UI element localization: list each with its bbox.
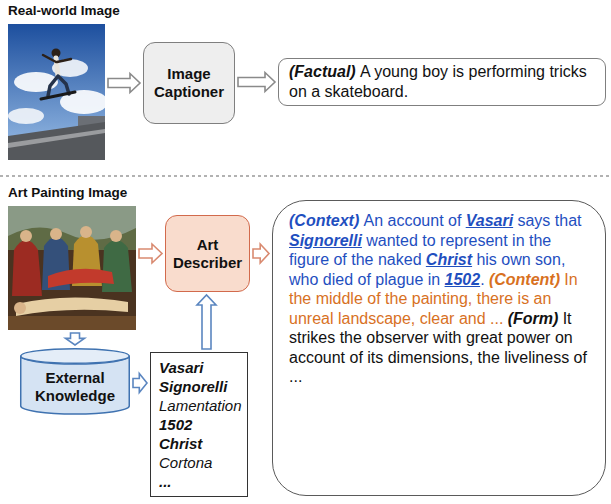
aspect-tag: (Context) <box>289 212 359 229</box>
photo-scene-part <box>8 108 44 124</box>
text-holder: (Factual)A young boy is performing trick… <box>289 62 595 102</box>
lamentation-painting <box>8 206 136 330</box>
painting-scene-part <box>80 226 92 238</box>
keyword-list-box: VasariSignorelliLamentation1502ChristCor… <box>150 352 248 497</box>
painting-scene-part <box>12 240 42 296</box>
image-input: Real-world Image <box>8 24 105 160</box>
photo-scene-part <box>8 129 105 148</box>
flow-arrow <box>108 74 140 93</box>
description-output-box: (Context) An account ofVasarisays thatSig… <box>272 200 606 496</box>
painting-scene-part <box>48 269 114 288</box>
keyword-highlight: 1502 <box>445 271 481 288</box>
flow-arrow <box>253 244 269 263</box>
keyword-item: Lamentation <box>159 396 239 415</box>
aspect-tag: (Form) <box>508 310 559 327</box>
text-holder: Art Describer <box>171 236 244 272</box>
node-text: External Knowledge <box>25 369 125 405</box>
photo-scene-part <box>8 122 105 160</box>
photo-scene-part <box>41 92 75 99</box>
painting-scene-part <box>102 240 132 292</box>
keyword-highlight: Vasari <box>466 212 513 229</box>
process-box: Image Captioner <box>143 42 235 124</box>
node-text: An account of <box>364 212 462 229</box>
section-heading: Real-world Image <box>8 3 120 18</box>
photo-scene <box>8 24 105 160</box>
keyword-item: Signorelli <box>159 377 239 396</box>
keyword-item: ... <box>159 472 239 491</box>
skateboard-photo <box>8 24 105 160</box>
painting-scene-part <box>16 297 128 316</box>
text-holder: (Context) An account ofVasarisays thatSig… <box>289 211 589 387</box>
painting-scene-part <box>14 302 26 314</box>
painting-scene-part <box>110 230 122 242</box>
section-heading: Art Painting Image <box>8 185 127 200</box>
painting-scene <box>8 206 136 330</box>
flow-arrow <box>66 333 85 345</box>
painting-scene-part <box>8 206 136 330</box>
aspect-tag: (Factual) <box>289 63 356 80</box>
caption-output-box: (Factual)A young boy is performing trick… <box>278 58 606 106</box>
node-text: says that <box>517 212 581 229</box>
flow-arrow <box>139 244 162 263</box>
flow-arrow <box>133 374 147 393</box>
text-holder: Image Captioner <box>149 65 229 101</box>
flow-arrow <box>197 295 216 349</box>
node-text: . <box>480 271 484 288</box>
flow-arrow <box>238 73 275 92</box>
dashed-separator <box>0 175 611 176</box>
painting-scene-part <box>8 316 136 330</box>
text-holder: VasariSignorelliLamentation1502ChristCor… <box>159 358 239 491</box>
cylinder-top <box>21 349 130 364</box>
process-box: Art Describer <box>165 215 250 292</box>
keyword-item: Cortona <box>159 453 239 472</box>
keyword-item: 1502 <box>159 415 239 434</box>
keyword-highlight: Christ <box>426 251 472 268</box>
cylinder-body <box>21 356 130 414</box>
database-cylinder: External Knowledge <box>20 348 130 414</box>
node-text: Art Describer <box>171 236 244 272</box>
image-input: Art Painting Image <box>8 206 136 330</box>
aspect-tag: (Content) <box>489 271 560 288</box>
keyword-item: Vasari <box>159 358 239 377</box>
photo-scene-part <box>43 55 71 62</box>
keyword-highlight: Signorelli <box>289 232 362 249</box>
text-holder: External Knowledge <box>25 369 125 405</box>
painting-scene-part <box>50 228 62 240</box>
painting-scene-part <box>20 230 32 242</box>
keyword-item: Christ <box>159 434 239 453</box>
node-text: Image Captioner <box>149 65 229 101</box>
